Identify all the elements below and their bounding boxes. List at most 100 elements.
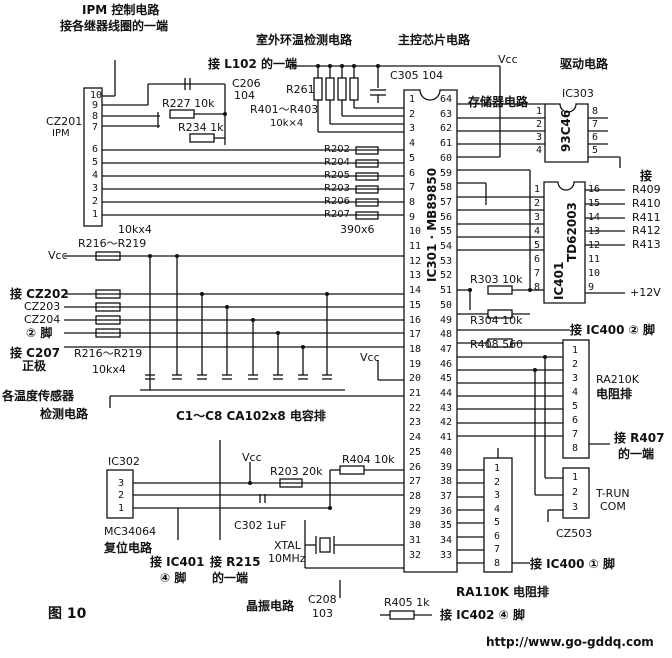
- cz201-name: CZ201: [46, 115, 83, 128]
- ic302-pin: 3: [118, 478, 125, 489]
- ic301-right-pin: 34: [440, 535, 453, 546]
- cz201-pin: 1: [92, 209, 99, 220]
- ra210k-pin: 7: [572, 429, 579, 440]
- r405-resistor: [389, 610, 415, 620]
- cz201-pin: 6: [92, 144, 99, 155]
- ic301-right-pin: 63: [440, 108, 453, 120]
- ra210k-pin: 4: [572, 387, 579, 398]
- ra110k-pin: 6: [494, 530, 501, 542]
- r215-label: 接 R215: [210, 555, 261, 569]
- r234-resistor: [189, 133, 215, 143]
- ic301-left-pin: 11: [409, 241, 422, 252]
- ic401-name: IC401: [552, 261, 566, 300]
- ic302-name: IC302: [108, 455, 140, 468]
- ra110k-pin: 2: [494, 476, 501, 488]
- ic301-left-pin: 5: [409, 152, 416, 164]
- reset-circuit-label: 复位电路: [104, 541, 153, 555]
- cz201-pin: 4: [92, 170, 99, 181]
- ic302-pin: 1: [118, 503, 125, 514]
- ra210k-sub: 电阻排: [596, 387, 633, 401]
- figure-label: 图 10: [48, 606, 87, 622]
- ic301-left-pin: 23: [409, 417, 422, 429]
- cz503-title2: COM: [600, 500, 626, 513]
- ic401-pin: 9: [588, 282, 595, 293]
- c208-label: C208: [308, 593, 337, 606]
- ic301-left-pin: 31: [409, 535, 422, 546]
- ra110k-lines: [457, 469, 484, 564]
- ic301-right-pin: 47: [440, 343, 453, 355]
- ic301-left-pin: 12: [409, 255, 422, 267]
- ic301-right-pin: 56: [440, 211, 453, 223]
- ic301-right-pin: 33: [440, 549, 453, 561]
- cz201-pin: 8: [92, 111, 99, 122]
- ic303-name: IC303: [562, 87, 594, 100]
- ic401-pin: 1: [534, 184, 541, 195]
- ic401-pin: 4: [534, 226, 541, 237]
- ic401-pin: 16: [588, 184, 601, 195]
- ic301-right-pin: 54: [440, 241, 453, 252]
- ic301-right-pin: 46: [440, 358, 453, 370]
- ic302-chip: MC34064: [104, 525, 157, 538]
- ra110k-pin: 4: [494, 503, 501, 515]
- cz201-pin: 7: [92, 122, 99, 133]
- ic401-pin: 8: [534, 282, 541, 293]
- ra210k-pin: 2: [572, 359, 579, 370]
- r227-resistor: [169, 109, 195, 119]
- r412-label: R412: [632, 224, 661, 237]
- ic301-right-pin: 48: [440, 329, 453, 341]
- r216-r219-bottom: [95, 289, 121, 338]
- ic301-right-pin: 59: [440, 167, 453, 179]
- ic301-right-pin: 42: [440, 417, 453, 429]
- cz202-label: 接 CZ202: [10, 287, 69, 301]
- cz204-label: CZ204: [24, 313, 61, 326]
- ic303-pin: 3: [536, 132, 543, 143]
- outdoor-temp-label: 室外环温检测电路: [256, 33, 353, 47]
- c206-label: C206: [232, 77, 261, 90]
- ic303-pin: 2: [536, 119, 543, 130]
- pin2-label: ② 脚: [26, 326, 53, 340]
- ra110k-pin: 3: [494, 490, 501, 501]
- ic402-pin4-label: 接 IC402 ④ 脚: [440, 608, 526, 622]
- ra210k-pin: 8: [572, 443, 579, 454]
- ic301-left-pin: 2: [409, 108, 416, 120]
- ic401-pin4-sub: ④ 脚: [160, 571, 187, 585]
- ic301-right-pin: 60: [440, 152, 453, 164]
- ipm-control-label: IPM 控制电路: [82, 3, 160, 17]
- ra110k-pin: 8: [494, 557, 501, 569]
- ic301-left-pin: 29: [409, 505, 422, 517]
- vcc-left: Vcc: [48, 249, 68, 262]
- cz503-body: [562, 467, 590, 519]
- ic401-pin: 13: [588, 226, 601, 237]
- ic301-right-pin: 35: [440, 520, 453, 532]
- cz207-label: 接 C207: [10, 346, 61, 360]
- detect-label: 检测电路: [40, 407, 89, 421]
- ic301-right-pin: 43: [440, 402, 453, 414]
- ic301-left-pin: 7: [409, 182, 416, 194]
- cz503-name: CZ503: [556, 527, 593, 540]
- r303-resistor: [487, 285, 513, 295]
- r411-label: R411: [632, 211, 661, 224]
- zhengji-label: 正极: [22, 359, 47, 373]
- ra210k-name: RA210K: [596, 373, 639, 386]
- xtal-label: XTAL: [274, 539, 301, 552]
- cz201-pin: 3: [92, 183, 99, 194]
- ic301-right-pin: 53: [440, 255, 453, 267]
- ic303-chip: 93C46: [559, 109, 573, 152]
- vcc-bottom: Vcc: [242, 451, 262, 464]
- ic401-pin: 11: [588, 254, 601, 265]
- c305-label: C305 104: [390, 69, 444, 82]
- ic301-right-pin: 39: [440, 461, 453, 473]
- ic401-pin: 10: [588, 268, 601, 279]
- ic301-left-pin: 24: [409, 432, 422, 444]
- drive-circuit-label: 驱动电路: [560, 57, 609, 71]
- ic401-pin: 3: [534, 212, 541, 223]
- r203b-label: R203: [324, 183, 351, 194]
- cz201-signal-lines: [102, 149, 404, 216]
- ic303-pin: 6: [592, 132, 599, 143]
- ic401-input-lines: [457, 196, 544, 251]
- r234-label: R234 1k: [178, 121, 224, 134]
- cz201-connector: [83, 87, 103, 227]
- r404-label: R404 10k: [342, 453, 395, 466]
- cz201-sub: IPM: [52, 128, 70, 139]
- c302-label: C302 1uF: [234, 519, 287, 532]
